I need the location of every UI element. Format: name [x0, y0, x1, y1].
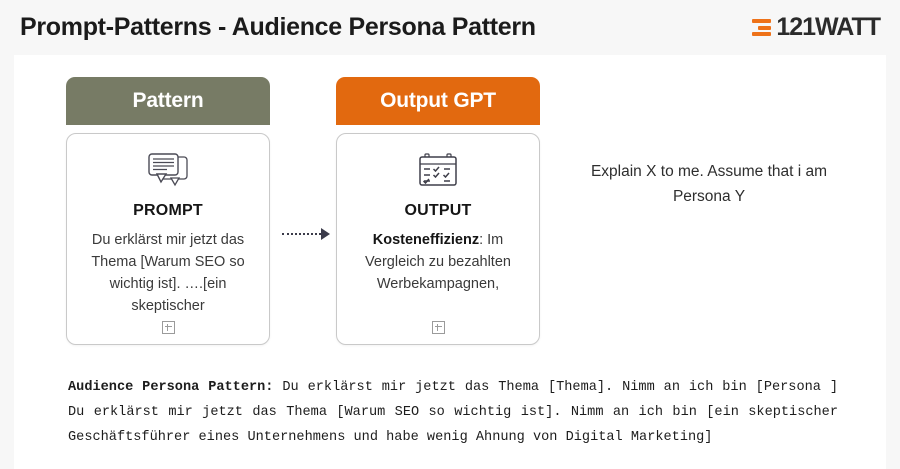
card-pattern-header: Pattern — [66, 77, 270, 125]
logo-bars-icon — [752, 19, 772, 36]
page-title: Prompt-Patterns - Audience Persona Patte… — [20, 13, 536, 41]
flow-diagram: Pattern PROMP — [66, 77, 856, 382]
card-pattern-label: PROMPT — [133, 202, 203, 219]
speech-bubbles-icon — [145, 148, 191, 194]
card-output-body: OUTPUT Kosteneffizienz: Im Vergleich zu … — [336, 133, 540, 345]
card-output-text-rest: : Im Vergleich zu bezahlten Werbekampagn… — [365, 232, 511, 292]
card-output-text: Kosteneffizienz: Im Vergleich zu bezahlt… — [349, 229, 527, 295]
brand-name: 121WATT — [776, 13, 881, 41]
side-note: Explain X to me. Assume that i am Person… — [590, 163, 828, 205]
prompt-block-label: Audience Persona Pattern: — [68, 380, 274, 395]
card-pattern-text: Du erklärst mir jetzt das Thema [Warum S… — [91, 232, 245, 314]
expand-plus-icon[interactable] — [161, 321, 175, 334]
card-output[interactable]: Output GPT — [336, 77, 540, 345]
card-pattern[interactable]: Pattern PROMP — [66, 77, 270, 345]
prompt-block-text: Du erklärst mir jetzt das Thema [Thema].… — [68, 380, 838, 445]
card-output-text-lead: Kosteneffizienz — [372, 232, 480, 248]
brand-logo: 121WATT — [752, 13, 888, 42]
card-output-label: OUTPUT — [404, 202, 472, 219]
dotted-arrow-right-icon — [282, 228, 330, 240]
prompt-block: Audience Persona Pattern: Du erklärst mi… — [68, 375, 838, 450]
calendar-checklist-icon — [416, 148, 460, 194]
content-panel: Pattern PROMP — [14, 55, 886, 469]
card-output-header: Output GPT — [336, 77, 540, 125]
header-bar: Prompt-Patterns - Audience Persona Patte… — [0, 0, 900, 55]
expand-plus-icon[interactable] — [431, 321, 445, 334]
card-pattern-body: PROMPT Du erklärst mir jetzt das Thema [… — [66, 133, 270, 345]
